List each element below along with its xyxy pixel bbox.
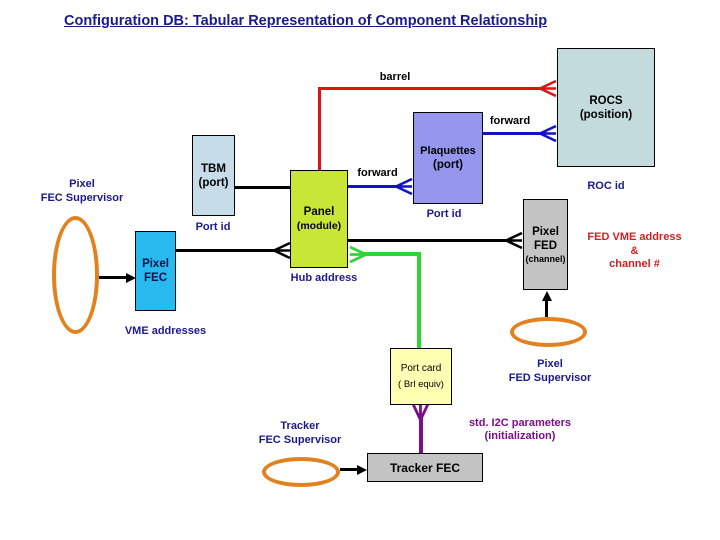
trackerfec-portcard-crows-foot-icon: [412, 404, 429, 420]
pixel-fed-box: Pixel FED (channel): [523, 199, 568, 290]
tbm-panel-line: [234, 186, 291, 189]
pixel-fec-box-label: Pixel: [142, 258, 169, 270]
portcard-panel-vertical-line: [417, 252, 421, 348]
pixel-fed-supervisor-label-line2: FED Supervisor: [508, 372, 592, 384]
tracker-fec-supervisor-label: Tracker FEC Supervisor: [235, 419, 365, 447]
tracker-fec-supervisor-label-line2: FEC Supervisor: [258, 434, 342, 446]
i2c-parameters-note: std. I2C parameters (initialization): [460, 417, 580, 443]
pixel-fed-supervisor-label: Pixel FED Supervisor: [490, 357, 610, 385]
plaquettes-box: Plaquettes (port): [413, 112, 483, 204]
forward-plaquettes-crows-foot-icon: [396, 178, 413, 195]
panel-pixelfed-crows-foot-icon: [506, 232, 523, 249]
pixel-fec-supervisor-label-line2: FEC Supervisor: [40, 192, 124, 204]
pixelfec-panel-crows-foot-icon: [274, 242, 291, 259]
tracker-fec-supervisor-label-line1: Tracker: [280, 420, 320, 432]
port-card-box: Port card ( Brl equiv): [390, 348, 452, 405]
pixel-fed-key-label-line1: FED VME address: [587, 231, 682, 243]
plaquettes-box-label: Plaquettes: [420, 145, 476, 157]
pixel-fed-supervisor-label-line1: Pixel: [537, 358, 563, 370]
tracker-fec-box: Tracker FEC: [367, 453, 483, 482]
tracker-supervisor-arrowhead-icon: [357, 464, 367, 475]
forward-rocs-label: forward: [489, 115, 531, 127]
pixelfec-supervisor-arrowhead-icon: [126, 272, 136, 283]
pixel-fed-box-label: Pixel: [532, 225, 559, 238]
pixel-fec-key-label: VME addresses: [124, 325, 207, 337]
panel-pixelfed-line: [348, 239, 507, 242]
pixelfec-supervisor-arrow-line: [99, 276, 127, 279]
tracker-fec-box-label: Tracker FEC: [389, 460, 461, 475]
forward-rocs-crows-foot-icon: [540, 125, 557, 142]
pixelfec-panel-line: [176, 249, 275, 252]
pixel-fed-supervisor-ellipse: [510, 317, 587, 347]
tbm-key-label: Port id: [195, 221, 231, 233]
pixel-fed-key-label: FED VME address & channel #: [577, 231, 692, 272]
port-card-box-label: Port card: [400, 363, 442, 374]
tbm-box-label: TBM: [201, 162, 226, 175]
tbm-box-sublabel: (port): [198, 176, 229, 189]
rocs-box: ROCS (position): [557, 48, 655, 167]
pixel-fed-key-label-line3: channel #: [609, 258, 660, 270]
pixel-fec-supervisor-label: Pixel FEC Supervisor: [22, 177, 142, 205]
pixelfed-supervisor-arrowhead-icon: [541, 291, 552, 301]
barrel-edge-horizontal-line: [318, 87, 540, 90]
rocs-box-sublabel: (position): [579, 108, 633, 121]
trackerfec-portcard-line: [419, 417, 423, 453]
rocs-box-label: ROCS: [589, 94, 623, 107]
pixel-fed-box-channel-label: (channel): [525, 253, 566, 264]
tbm-box: TBM (port): [192, 135, 235, 216]
tracker-fec-supervisor-ellipse: [262, 457, 340, 487]
panel-box: Panel (module): [290, 170, 348, 268]
pixel-fed-key-label-line2: &: [630, 244, 639, 257]
barrel-crows-foot-icon: [540, 80, 557, 97]
plaquettes-key-label: Port id: [426, 208, 462, 220]
pixel-fec-supervisor-label-line1: Pixel: [69, 178, 95, 190]
forward-plaquettes-label: forward: [357, 167, 398, 179]
i2c-parameters-note-line1: std. I2C parameters: [468, 417, 572, 429]
portcard-panel-horizontal-line: [364, 252, 421, 256]
portcard-panel-crows-foot-icon: [349, 246, 366, 263]
pixelfed-supervisor-arrow-line: [545, 299, 548, 317]
rocs-key-label: ROC id: [587, 180, 625, 192]
tracker-supervisor-arrow-line: [340, 468, 359, 471]
panel-box-label: Panel: [303, 206, 335, 218]
pixel-fec-box: Pixel FEC: [135, 231, 176, 311]
panel-key-label: Hub address: [290, 272, 358, 284]
pixel-fed-box-sublabel: FED: [534, 239, 557, 252]
pixel-fec-supervisor-ellipse: [52, 216, 99, 334]
panel-box-sublabel: (module): [296, 220, 342, 232]
barrel-edge-vertical-line: [318, 88, 321, 170]
plaquettes-box-sublabel: (port): [432, 159, 463, 171]
i2c-parameters-note-line2: (initialization): [484, 430, 556, 442]
port-card-box-sublabel: ( Brl equiv): [398, 379, 444, 390]
pixel-fec-box-sublabel: FEC: [144, 272, 167, 284]
slide-title: Configuration DB: Tabular Representation…: [64, 13, 548, 29]
forward-rocs-line: [483, 132, 541, 135]
forward-plaquettes-line: [348, 185, 398, 188]
barrel-edge-label: barrel: [379, 71, 411, 83]
